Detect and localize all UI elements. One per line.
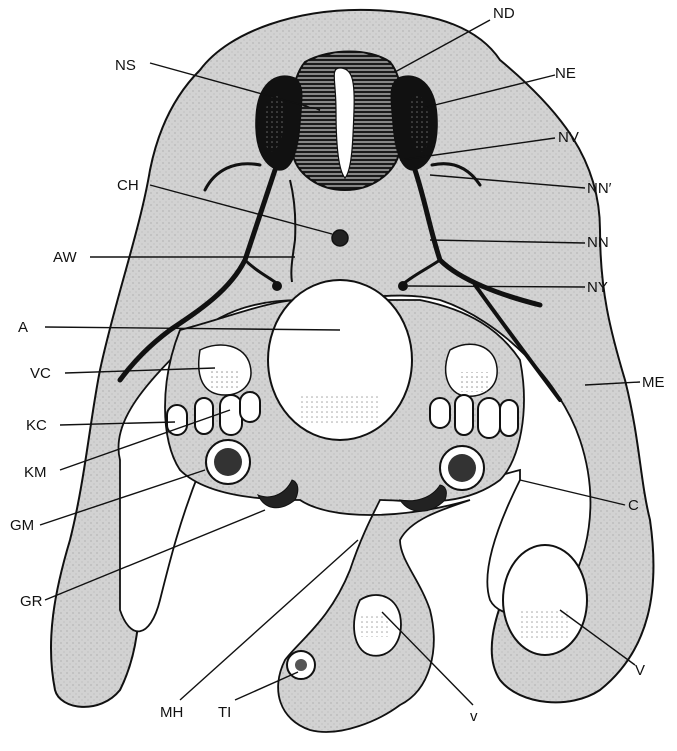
label-kc: KC xyxy=(26,417,47,434)
label-nn-prime: NN′ xyxy=(587,180,612,197)
left-vc-stipple xyxy=(210,370,240,390)
label-gm: GM xyxy=(10,517,34,534)
aorta-stipple xyxy=(300,395,380,425)
right-glomerulus-core xyxy=(448,454,476,482)
label-v-large: V xyxy=(635,662,645,679)
intestine-lumen xyxy=(295,659,307,671)
label-c: C xyxy=(628,497,639,514)
label-gr: GR xyxy=(20,593,43,610)
label-ch: CH xyxy=(117,177,139,194)
label-ny: NY xyxy=(587,279,608,296)
vessel-large-stipple xyxy=(520,610,570,640)
label-aw: AW xyxy=(53,249,77,266)
right-nerve-ending xyxy=(398,281,408,291)
label-ns: NS xyxy=(115,57,136,74)
label-nv: NV xyxy=(558,129,579,146)
label-km: KM xyxy=(24,464,47,481)
label-me: ME xyxy=(642,374,665,391)
label-nd: ND xyxy=(493,5,515,22)
left-glomerulus-core xyxy=(214,448,242,476)
label-ne: NE xyxy=(555,65,576,82)
label-a: A xyxy=(18,319,28,336)
label-mh: MH xyxy=(160,704,183,721)
label-ti: TI xyxy=(218,704,231,721)
vessel-small-stipple xyxy=(360,615,388,637)
label-nn: NN xyxy=(587,234,609,251)
notochord xyxy=(332,230,348,246)
left-nerve-ending xyxy=(272,281,282,291)
label-vc: VC xyxy=(30,365,51,382)
right-vc-stipple xyxy=(458,372,488,392)
label-v-small: v xyxy=(470,708,478,725)
